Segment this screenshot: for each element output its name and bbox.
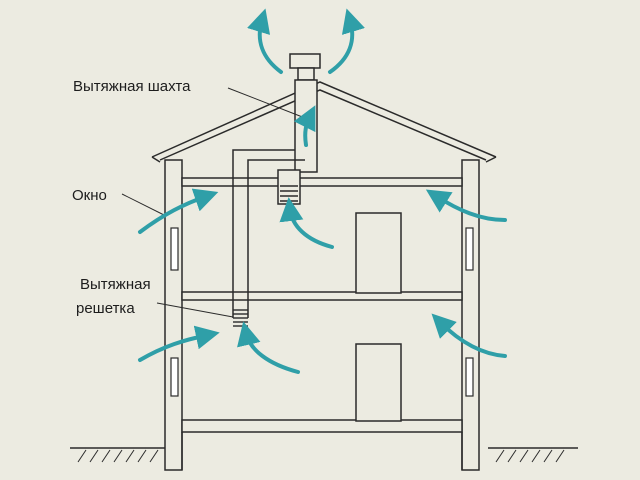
- airflow-arrows: [138, 8, 507, 374]
- windows: [170, 227, 474, 397]
- label-exhaust-shaft: Вытяжная шахта: [73, 78, 191, 95]
- roof: [151, 81, 497, 163]
- label-window: Окно: [72, 187, 107, 204]
- arrow-window-upper-left: [138, 188, 219, 234]
- label-exhaust-grille-line2: решетка: [76, 300, 135, 317]
- exhaust-grille-lower: [233, 309, 248, 327]
- arrow-lower-grille: [237, 321, 300, 374]
- arrow-window-lower-right: [431, 313, 507, 358]
- arrow-window-upper-right: [425, 189, 507, 222]
- leader-lines: [121, 87, 306, 318]
- arrow-in-shaft: [293, 105, 316, 147]
- doors: [355, 212, 402, 422]
- arrow-roof-right: [328, 8, 365, 74]
- arrow-window-lower-left: [138, 325, 220, 362]
- label-exhaust-grille-line1: Вытяжная: [80, 276, 151, 293]
- arrow-roof-left: [247, 8, 283, 74]
- arrow-upper-grille: [279, 197, 334, 249]
- ground: [70, 447, 578, 463]
- house-structure: [164, 159, 480, 471]
